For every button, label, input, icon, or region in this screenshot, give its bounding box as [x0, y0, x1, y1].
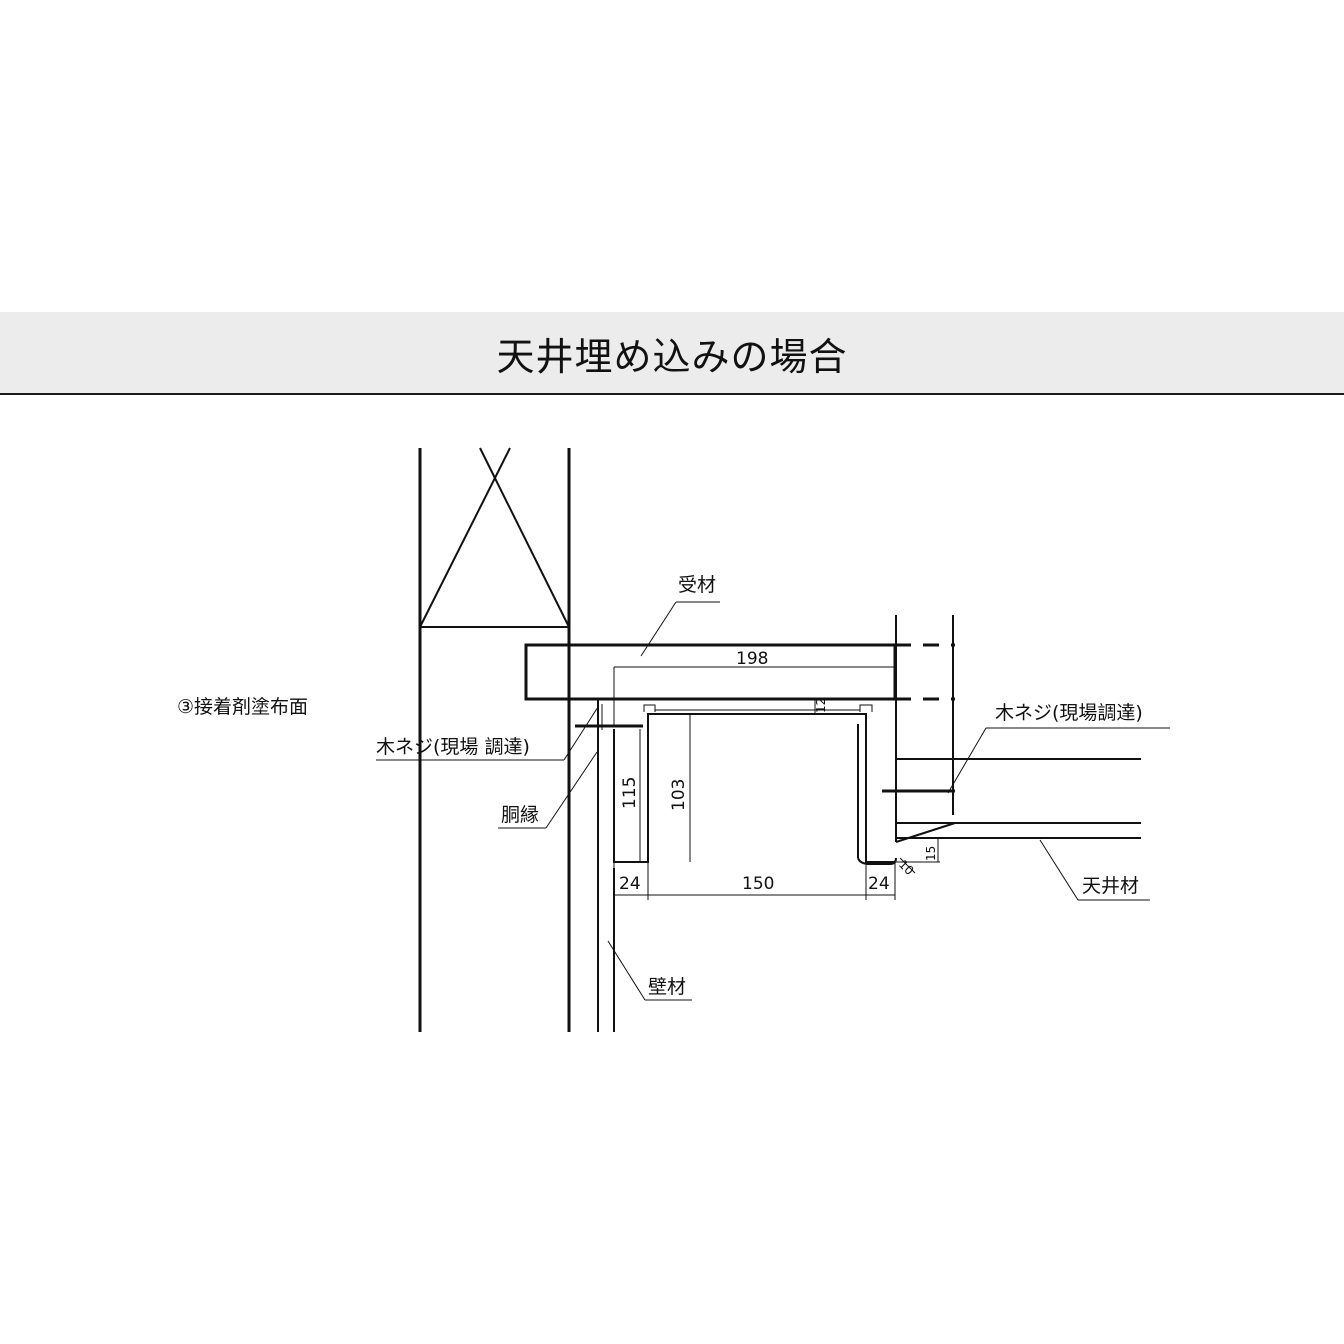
dim-lip-height: 12: [814, 698, 828, 713]
leader-lines: [376, 601, 1170, 1001]
wall-layers: [597, 699, 615, 1032]
dim-ceiling-offset: 15: [924, 846, 938, 861]
ceiling-joist: [895, 615, 954, 842]
ceiling-boards: [895, 758, 1141, 843]
dim-corner: 10: [896, 857, 917, 878]
title-band: 天井埋め込みの場合: [0, 312, 1344, 395]
dim-receiver-width: 198: [736, 649, 768, 669]
dim-inner-height: 103: [669, 779, 689, 811]
page-title: 天井埋め込みの場合: [496, 335, 848, 379]
wall-stud: [418, 447, 571, 1032]
dim-right-flange: 24: [868, 874, 890, 894]
receiving-member-label: 受材: [678, 574, 716, 596]
wood-screw-left-label: 木ネジ(現場 調達): [376, 736, 530, 758]
dimension-lines: [613, 666, 940, 900]
adhesive-surface-label: ③接着剤塗布面: [177, 695, 308, 718]
dim-outer-height: 115: [620, 777, 640, 809]
ceiling-material-label: 天井材: [1082, 875, 1139, 897]
dim-left-flange: 24: [619, 874, 641, 894]
furring-label: 胴縁: [501, 804, 539, 826]
fixture-frame: [613, 704, 897, 865]
wood-screw-right-label: 木ネジ(現場調達): [995, 702, 1143, 724]
dim-opening-width: 150: [742, 874, 774, 894]
wall-material-label: 壁材: [648, 976, 686, 998]
